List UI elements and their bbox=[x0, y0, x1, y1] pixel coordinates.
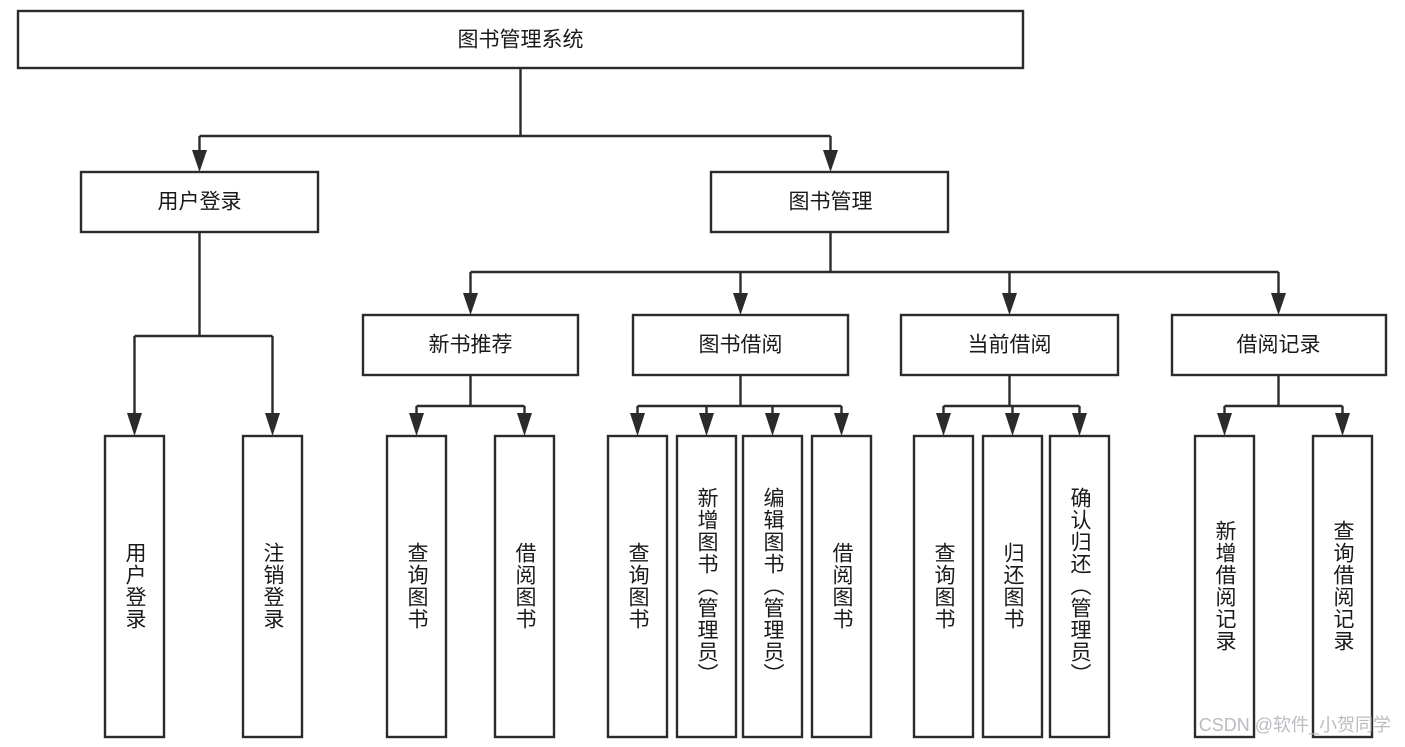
node-leaf-add-book-admin-box[interactable] bbox=[675, 434, 738, 739]
node-leaf-query-book-3-box[interactable] bbox=[912, 434, 975, 739]
node-leaf-confirm-return-admin[interactable]: 确认归还（管理员） bbox=[1048, 434, 1111, 739]
node-book-manage[interactable]: 图书管理 bbox=[709, 170, 950, 234]
node-leaf-borrow-book-1-label: 借阅图书 bbox=[513, 542, 537, 630]
node-leaf-query-book-1[interactable]: 查询图书 bbox=[385, 434, 448, 739]
node-leaf-add-book-admin[interactable]: 新增图书（管理员） bbox=[675, 434, 738, 739]
arrow-head-leaf-confirm-return-admin bbox=[1072, 413, 1087, 436]
node-new-book-recommend-box[interactable] bbox=[361, 313, 580, 377]
node-new-book-recommend[interactable]: 新书推荐 bbox=[361, 313, 580, 377]
node-leaf-query-borrow-record-label: 查询借阅记录 bbox=[1331, 520, 1355, 652]
arrow-head-current-borrow bbox=[1002, 293, 1017, 315]
node-leaf-edit-book-admin[interactable]: 编辑图书（管理员） bbox=[741, 434, 804, 739]
node-current-borrow[interactable]: 当前借阅 bbox=[899, 313, 1120, 377]
arrow-head-user-login bbox=[192, 150, 207, 172]
node-leaf-query-book-1-box[interactable] bbox=[385, 434, 448, 739]
node-leaf-borrow-book-1[interactable]: 借阅图书 bbox=[493, 434, 556, 739]
node-leaf-query-borrow-record[interactable]: 查询借阅记录 bbox=[1311, 434, 1374, 739]
arrow-head-leaf-edit-book-admin bbox=[765, 413, 780, 436]
node-root[interactable]: 图书管理系统 bbox=[16, 9, 1025, 70]
node-leaf-logout-login[interactable]: 注销登录 bbox=[241, 434, 304, 739]
node-leaf-borrow-book-2-box[interactable] bbox=[810, 434, 873, 739]
arrow-head-leaf-query-book-3 bbox=[936, 413, 951, 436]
node-user-login-label: 用户登录 bbox=[158, 191, 242, 214]
node-leaf-edit-book-admin-box[interactable] bbox=[741, 434, 804, 739]
node-leaf-borrow-book-2-label: 借阅图书 bbox=[830, 542, 854, 630]
node-book-manage-box[interactable] bbox=[709, 170, 950, 234]
arrow-head-leaf-user-login bbox=[127, 413, 142, 436]
arrow-head-borrow-record bbox=[1271, 293, 1286, 315]
node-leaf-query-book-2[interactable]: 查询图书 bbox=[606, 434, 669, 739]
arrow-head-new-book-recommend bbox=[463, 293, 478, 315]
arrow-head-leaf-return-book bbox=[1005, 413, 1020, 436]
node-current-borrow-box[interactable] bbox=[899, 313, 1120, 377]
node-leaf-logout-login-box[interactable] bbox=[241, 434, 304, 739]
connector-layer bbox=[127, 68, 1350, 436]
node-leaf-confirm-return-admin-box[interactable] bbox=[1048, 434, 1111, 739]
node-book-manage-label: 图书管理 bbox=[789, 191, 873, 214]
node-book-borrow[interactable]: 图书借阅 bbox=[631, 313, 850, 377]
node-borrow-record-box[interactable] bbox=[1170, 313, 1388, 377]
node-leaf-logout-login-label: 注销登录 bbox=[261, 542, 285, 630]
node-leaf-add-borrow-record-label: 新增借阅记录 bbox=[1213, 520, 1237, 652]
arrow-head-leaf-logout-login bbox=[265, 413, 280, 436]
arrow-head-book-borrow bbox=[733, 293, 748, 315]
node-leaf-borrow-book-2[interactable]: 借阅图书 bbox=[810, 434, 873, 739]
node-borrow-record[interactable]: 借阅记录 bbox=[1170, 313, 1388, 377]
arrow-head-book-manage bbox=[823, 150, 838, 172]
node-leaf-query-book-3[interactable]: 查询图书 bbox=[912, 434, 975, 739]
arrow-head-leaf-borrow-book-2 bbox=[834, 413, 849, 436]
node-leaf-confirm-return-admin-label: 确认归还（管理员） bbox=[1068, 487, 1092, 685]
node-leaf-user-login-label: 用户登录 bbox=[123, 542, 147, 630]
node-leaf-return-book-label: 归还图书 bbox=[1001, 542, 1025, 630]
node-leaf-query-book-2-label: 查询图书 bbox=[626, 542, 650, 630]
node-leaf-query-borrow-record-box[interactable] bbox=[1311, 434, 1374, 739]
node-current-borrow-label: 当前借阅 bbox=[968, 334, 1052, 357]
node-user-login[interactable]: 用户登录 bbox=[79, 170, 320, 234]
node-book-borrow-label: 图书借阅 bbox=[699, 334, 783, 357]
node-leaf-borrow-book-1-box[interactable] bbox=[493, 434, 556, 739]
node-leaf-query-book-2-box[interactable] bbox=[606, 434, 669, 739]
node-root-label: 图书管理系统 bbox=[458, 29, 584, 52]
node-leaf-query-book-3-label: 查询图书 bbox=[932, 542, 956, 630]
node-leaf-return-book[interactable]: 归还图书 bbox=[981, 434, 1044, 739]
arrow-head-leaf-add-borrow-record bbox=[1217, 413, 1232, 436]
arrow-head-leaf-query-borrow-record bbox=[1335, 413, 1350, 436]
node-book-borrow-box[interactable] bbox=[631, 313, 850, 377]
node-leaf-add-book-admin-label: 新增图书（管理员） bbox=[695, 487, 719, 685]
node-new-book-recommend-label: 新书推荐 bbox=[429, 334, 513, 357]
node-leaf-query-book-1-label: 查询图书 bbox=[405, 542, 429, 630]
node-leaf-user-login-box[interactable] bbox=[103, 434, 166, 739]
arrow-head-leaf-borrow-book-1 bbox=[517, 413, 532, 436]
node-leaf-user-login[interactable]: 用户登录 bbox=[103, 434, 166, 739]
node-leaf-add-borrow-record-box[interactable] bbox=[1193, 434, 1256, 739]
arrow-head-leaf-add-book-admin bbox=[699, 413, 714, 436]
arrow-head-leaf-query-book-1 bbox=[409, 413, 424, 436]
node-leaf-return-book-box[interactable] bbox=[981, 434, 1044, 739]
node-root-box[interactable] bbox=[16, 9, 1025, 70]
node-leaf-add-borrow-record[interactable]: 新增借阅记录 bbox=[1193, 434, 1256, 739]
node-user-login-box[interactable] bbox=[79, 170, 320, 234]
node-leaf-edit-book-admin-label: 编辑图书（管理员） bbox=[761, 487, 785, 685]
arrow-head-leaf-query-book-2 bbox=[630, 413, 645, 436]
node-borrow-record-label: 借阅记录 bbox=[1237, 334, 1321, 357]
